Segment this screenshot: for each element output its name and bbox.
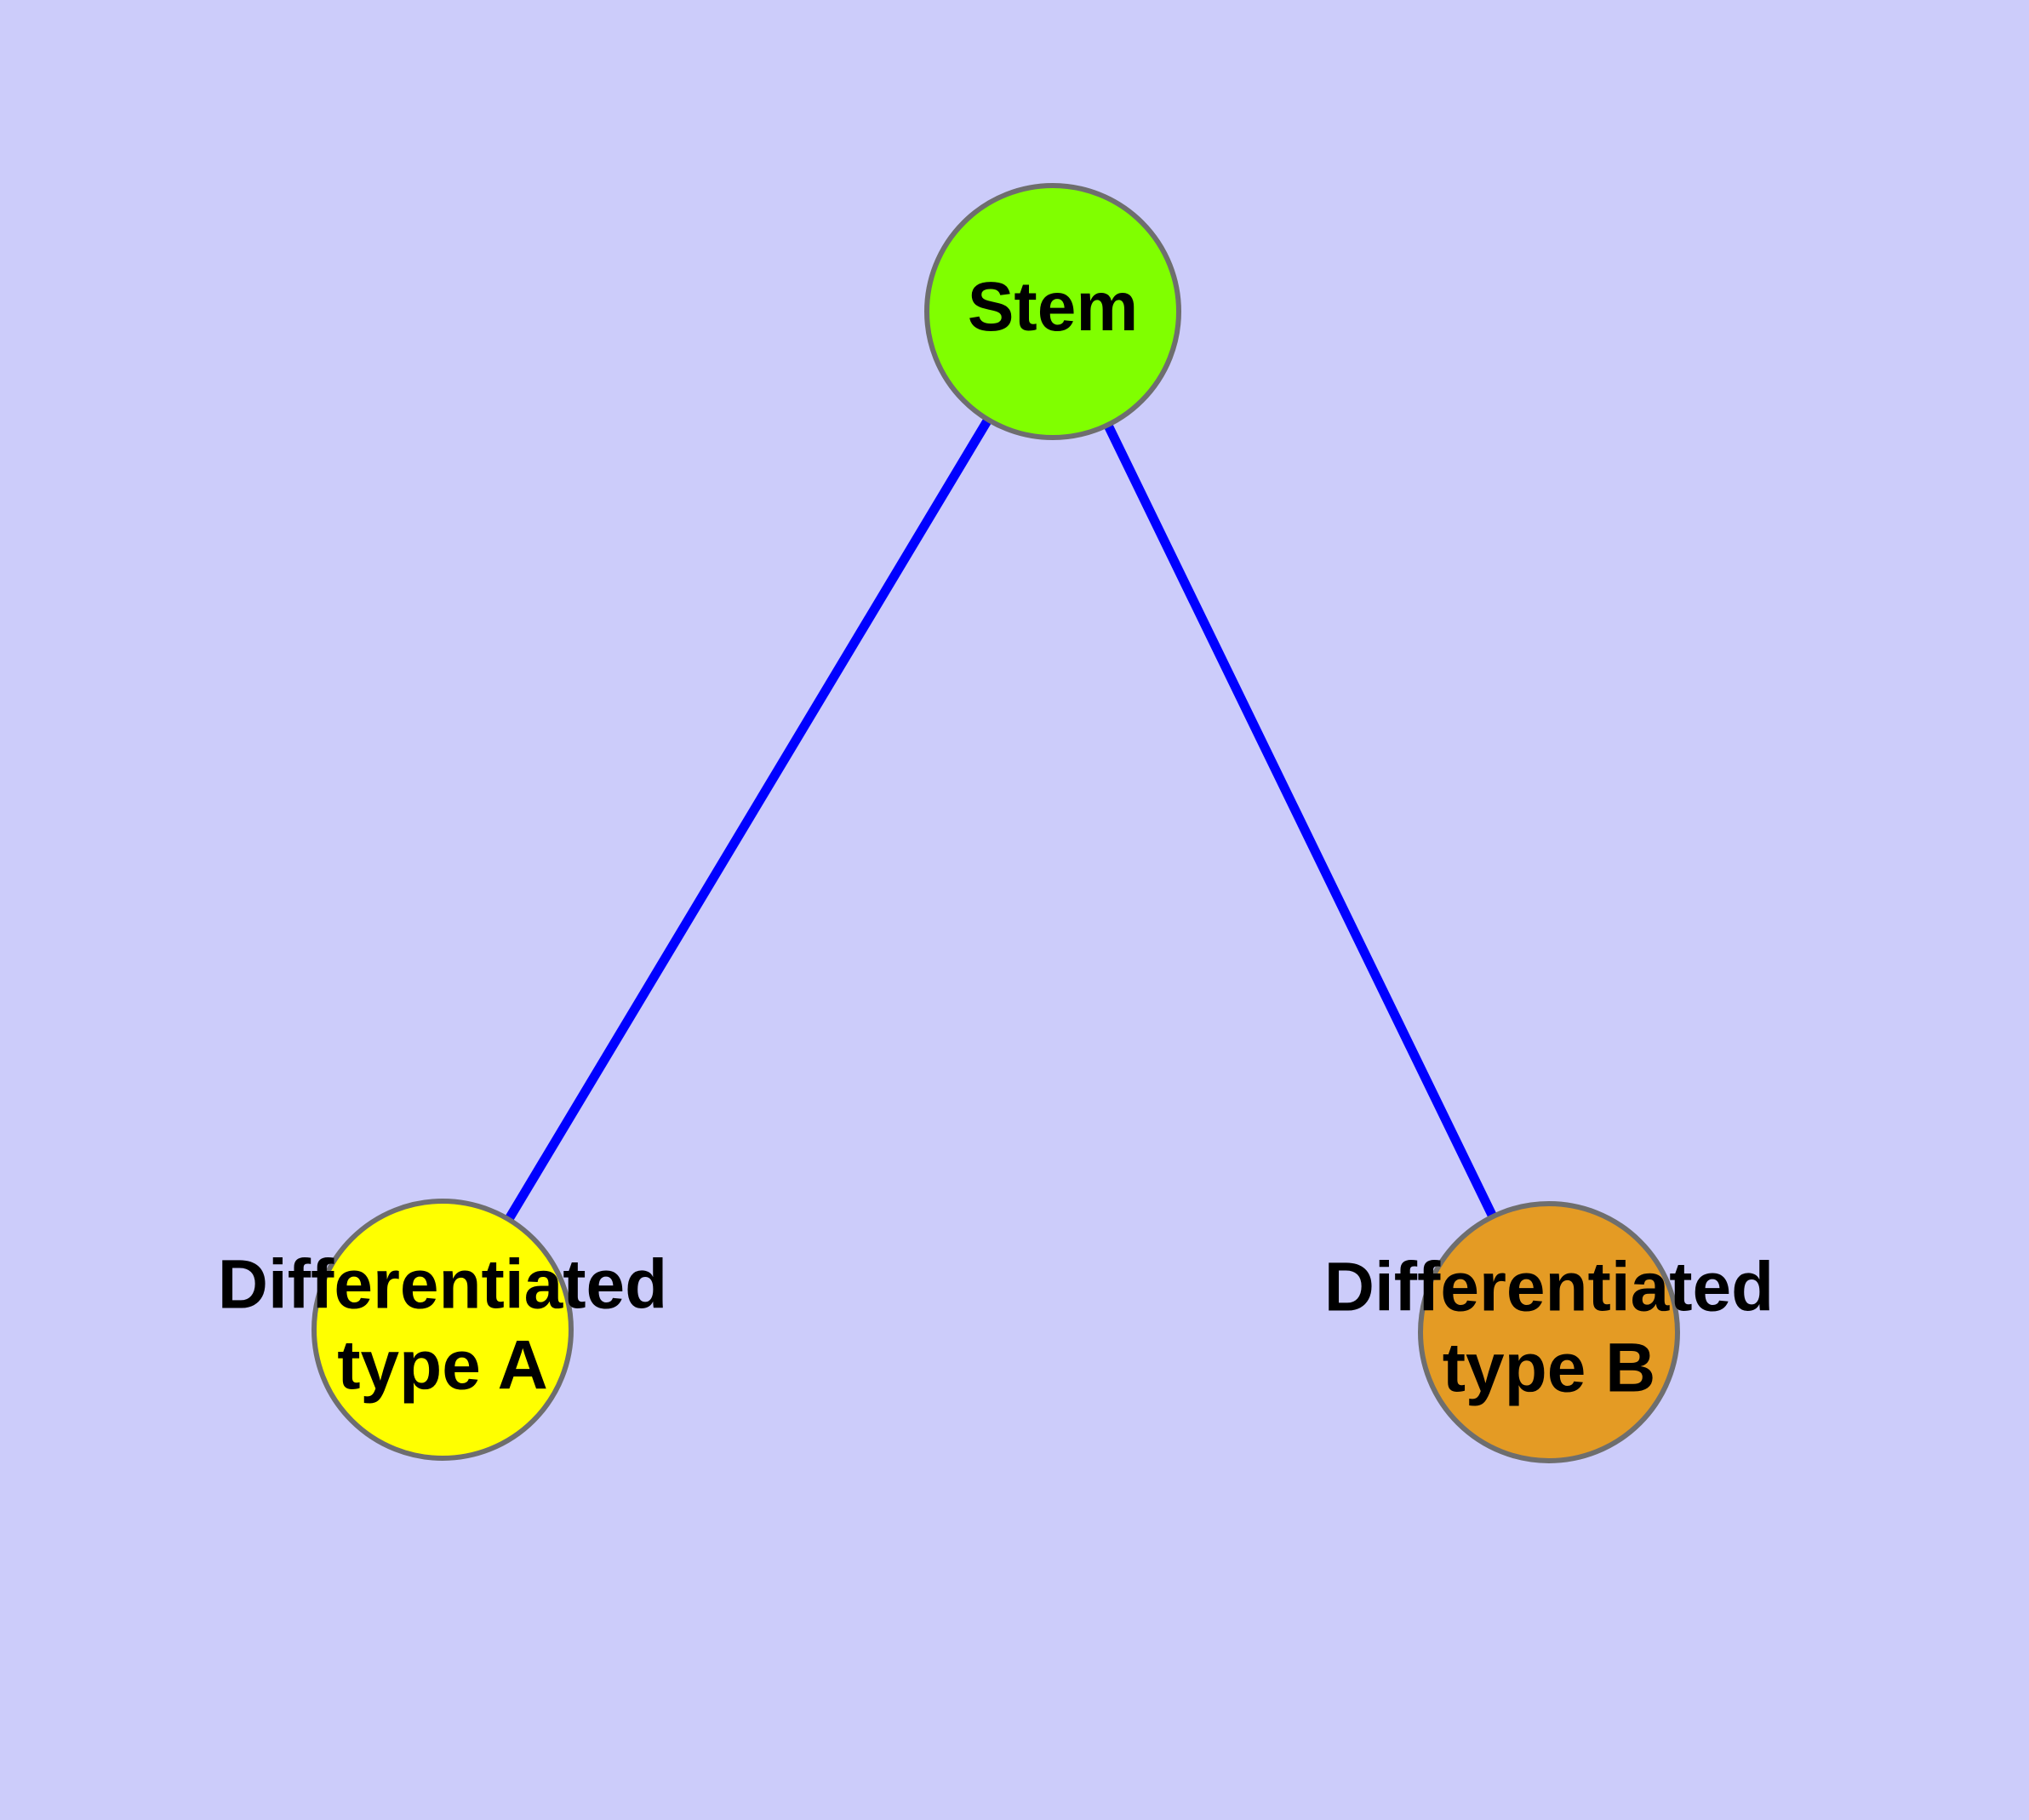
node-label-line: type A — [337, 1326, 548, 1404]
edge-stem-to-differentiated-a[interactable] — [438, 309, 1057, 1332]
node-label-line: type B — [1443, 1329, 1656, 1406]
node-stem-label: Stem — [968, 268, 1139, 346]
node-stem-circle[interactable] — [924, 183, 1181, 440]
node-differentiated-type-b-circle[interactable] — [1418, 1201, 1680, 1463]
node-label-line: Differentiated — [1324, 1248, 1775, 1325]
edge-stem-to-differentiated-b[interactable] — [1049, 309, 1553, 1335]
edge-layer — [438, 309, 1553, 1335]
node-differentiated-type-a[interactable] — [311, 1199, 574, 1461]
node-stem[interactable] — [924, 183, 1181, 440]
node-differentiated-type-b[interactable] — [1418, 1201, 1680, 1463]
node-label-line: Stem — [968, 268, 1139, 346]
node-label-line: Differentiated — [218, 1245, 668, 1323]
node-differentiated-type-a-circle[interactable] — [311, 1199, 574, 1461]
node-layer — [311, 183, 1680, 1463]
